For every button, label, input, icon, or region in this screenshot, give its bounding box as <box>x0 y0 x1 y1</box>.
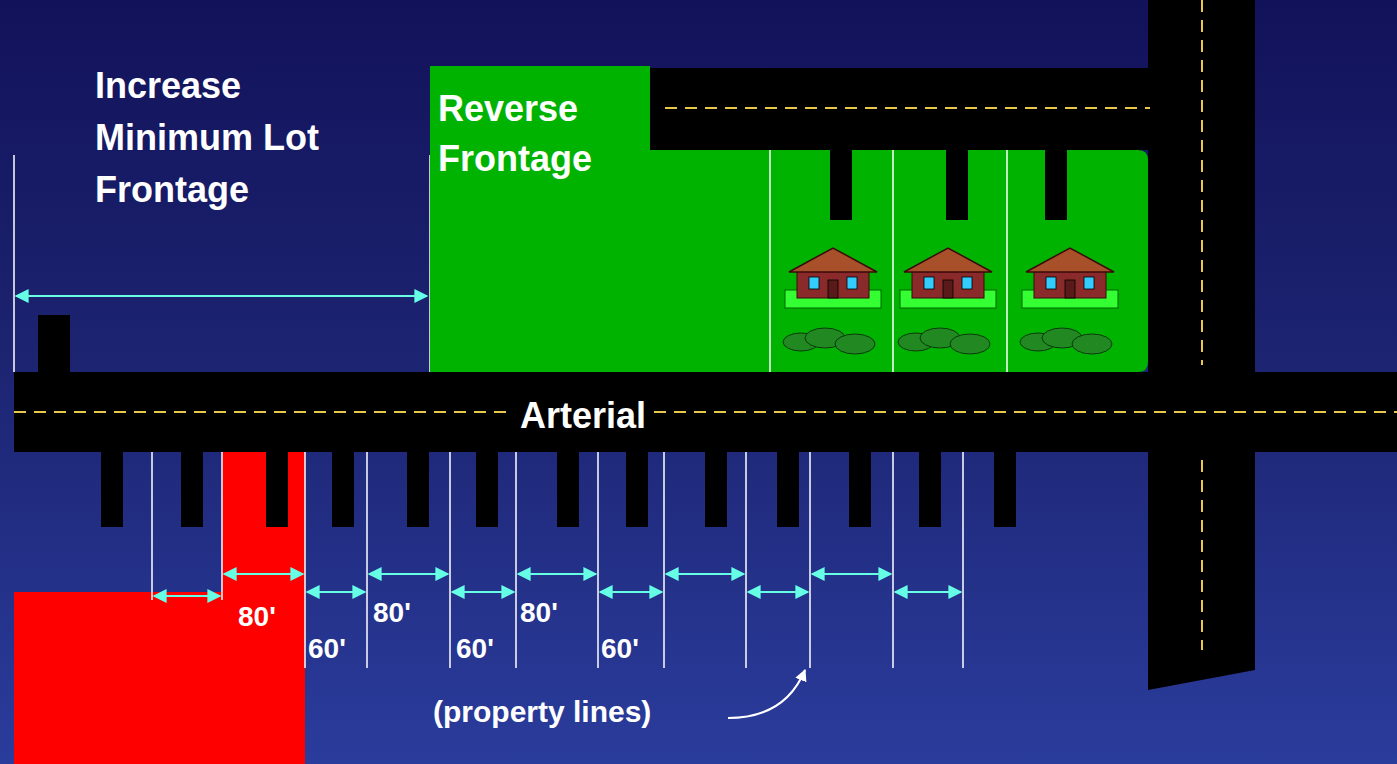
center-line <box>665 107 1150 109</box>
center-line <box>1201 0 1203 365</box>
local-street <box>650 68 1190 150</box>
driveway <box>38 315 70 375</box>
red-lot <box>14 452 305 764</box>
note-label: (property lines) <box>433 692 651 732</box>
dimension: 80' <box>520 596 558 630</box>
dimension-arrows <box>154 574 961 596</box>
dimension: 60' <box>601 632 639 666</box>
heading-label: Increase Minimum Lot Frontage <box>95 60 365 216</box>
arterial-road <box>14 372 1397 452</box>
road-name: Arterial <box>512 394 654 438</box>
dimension-arrow <box>16 295 427 297</box>
property-line <box>13 155 15 372</box>
area-label: Reverse Frontage <box>438 84 653 184</box>
street-end <box>650 68 665 150</box>
center-line <box>1201 460 1203 650</box>
dimension: 60' <box>308 632 346 666</box>
reverse-frontage-area: Reverse Frontage <box>430 66 1148 372</box>
property-lines <box>152 452 963 668</box>
dimension: 80' <box>238 600 276 634</box>
dimension: 60' <box>456 632 494 666</box>
driveways <box>101 450 1016 527</box>
leader-arrow <box>728 670 805 718</box>
center-line <box>14 411 1397 413</box>
dimension: 80' <box>373 596 411 630</box>
